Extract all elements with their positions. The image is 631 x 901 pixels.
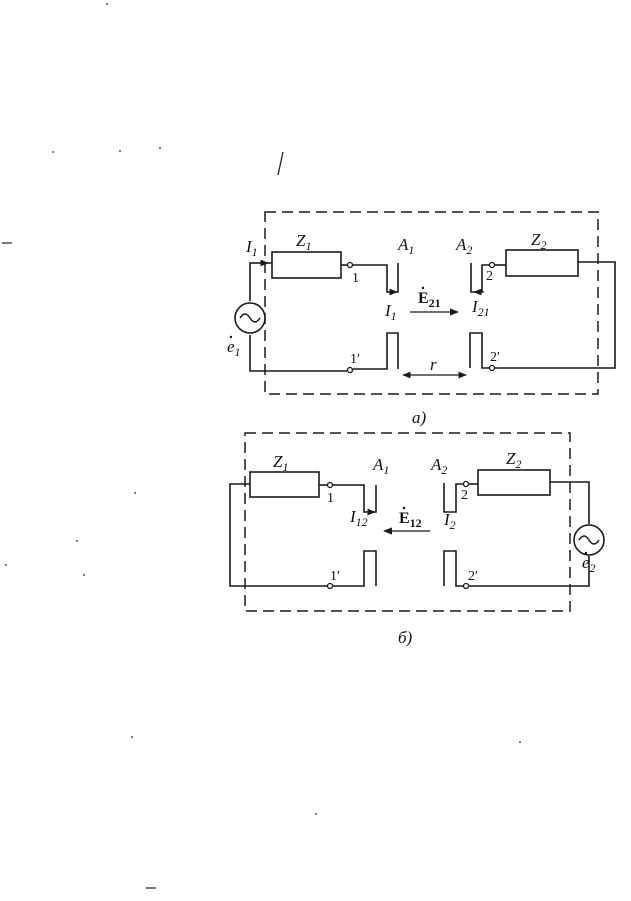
source-a-bottom-wire (249, 335, 347, 372)
terminal-1p-b (326, 582, 334, 590)
terminal-1p-label-a: 1′ (350, 352, 360, 367)
load-a-return-wire (495, 261, 616, 369)
terminal-2-label-b: 2 (461, 488, 468, 503)
impedance-z2-a (505, 249, 579, 277)
enclosure-a (264, 211, 599, 395)
sine-icon (239, 313, 261, 323)
terminal-1p-a (346, 366, 354, 374)
enclosure-b (244, 432, 571, 612)
a1-label-b: A1 (372, 455, 389, 477)
terminal-2p-a (488, 364, 496, 372)
terminal-2p-b (462, 582, 470, 590)
antenna-b1-feed (333, 484, 377, 513)
source-a-top-wire (249, 262, 272, 301)
antenna-b2-feed (443, 483, 463, 513)
antenna-b2-ground (443, 550, 463, 587)
left-b-loop-wire (229, 483, 327, 587)
caption-a: a) (412, 408, 427, 427)
diagram-b: Z1 A1 A2 Z2 1 2 I12 I2 E12 1′ 2′ e2 б) (229, 432, 605, 647)
a2-label-a: A2 (455, 235, 472, 257)
source-b-bottom-wire (469, 556, 590, 587)
impedance-z2-b (477, 469, 551, 496)
antenna-a2-ground (469, 332, 489, 369)
source-e1-label: e1 (227, 337, 241, 359)
impedance-z1-b (249, 471, 320, 498)
terminal-1-label-b: 1 (327, 491, 334, 506)
z1-label-a: Z1 (296, 231, 311, 253)
current-i21-label-a: I21 (471, 297, 490, 319)
current-input-label-a: I1 (245, 237, 258, 259)
z2-label-a: Z2 (531, 230, 546, 252)
a1-label-a: A1 (397, 235, 414, 257)
terminal-2p-label-a: 2′ (490, 350, 500, 365)
field-e12-label: E12 (399, 510, 422, 530)
sine-icon (578, 535, 600, 545)
terminal-1p-label-b: 1′ (330, 569, 340, 584)
current-i1-label-a: I1 (384, 301, 397, 323)
source-e2-label: e2 (582, 553, 596, 575)
terminal-1-b (326, 481, 334, 489)
impedance-z1-a (271, 251, 342, 279)
distance-r-label: r (430, 355, 437, 374)
antenna-a1-ground (353, 332, 399, 370)
scan-marks (2, 3, 521, 889)
z1-label-b: Z1 (273, 452, 288, 474)
terminal-2-b (462, 480, 470, 488)
terminal-1-a (346, 261, 354, 269)
current-i2-label-b: I2 (443, 510, 456, 532)
antenna-a1-feed (353, 263, 399, 293)
caption-b: б) (398, 628, 413, 647)
z2-label-b: Z2 (506, 449, 521, 471)
terminal-2-a (488, 261, 496, 269)
terminal-1-label-a: 1 (352, 271, 359, 286)
current-i12-label-b: I12 (349, 507, 368, 529)
antenna-b1-ground (333, 550, 377, 587)
a2-label-b: A2 (430, 455, 447, 477)
terminal-2-label-a: 2 (486, 269, 493, 284)
source-b-top-wire (550, 481, 590, 524)
terminal-2p-label-b: 2′ (468, 569, 478, 584)
field-e21-label: E21 (418, 290, 441, 310)
diagram-a: I1 Z1 A1 A2 Z2 1 2 I1 I21 E21 1′ 2′ r e1… (227, 211, 616, 427)
